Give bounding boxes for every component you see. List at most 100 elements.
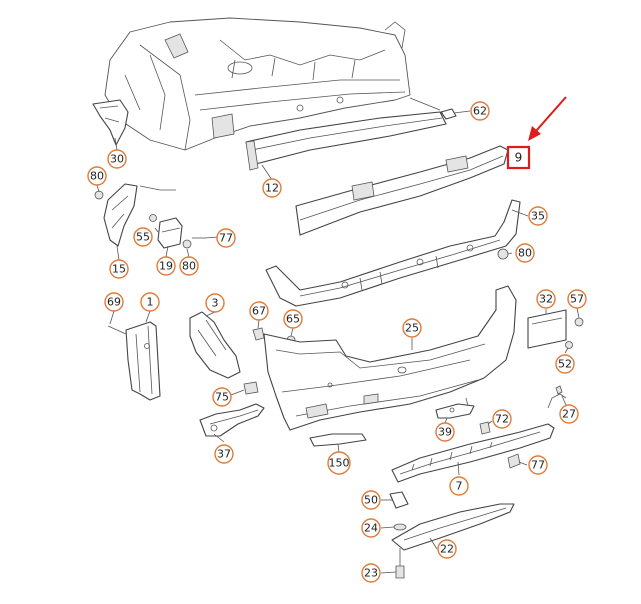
callout-circle — [262, 178, 282, 198]
callout-62: 62 — [470, 101, 490, 121]
callout-circle — [515, 243, 535, 263]
callout-label: 80 — [182, 260, 196, 273]
callout-circle — [212, 387, 232, 407]
callout-52: 52 — [555, 354, 575, 374]
part-67-clip — [252, 327, 265, 341]
callout-label: 23 — [364, 567, 378, 580]
callout-circle — [249, 301, 269, 321]
callout-label: 55 — [136, 231, 150, 244]
callout-1: 1 — [140, 292, 160, 312]
callout-24: 24 — [361, 518, 381, 538]
part-25-bumper-cover — [263, 285, 517, 431]
callout-circle — [107, 149, 127, 169]
part-80-nut-right — [497, 248, 509, 260]
callout-67: 67 — [249, 301, 269, 321]
highlighted-label-text: 9 — [515, 151, 523, 165]
callout-15: 15 — [109, 259, 129, 279]
callout-label: 77 — [531, 459, 545, 472]
callout-37: 37 — [214, 444, 234, 464]
callout-circle — [435, 422, 455, 442]
callout-57: 57 — [567, 289, 587, 309]
part-75-fastener — [243, 381, 259, 395]
callout-circle — [528, 206, 548, 226]
part-32-plate — [527, 309, 584, 349]
part-72-bolt — [479, 421, 491, 435]
part-37-holder — [199, 403, 265, 437]
callout-label: 72 — [495, 413, 509, 426]
callout-circle — [437, 539, 457, 559]
callout-label: 32 — [539, 293, 553, 306]
callout-23: 23 — [361, 563, 381, 583]
callout-label: 7 — [456, 480, 463, 493]
callout-77b: 77 — [528, 455, 548, 475]
callout-label: 50 — [364, 494, 378, 507]
part-30-bracket — [92, 99, 129, 146]
callout-30: 30 — [107, 149, 127, 169]
callout-circle — [140, 292, 160, 312]
part-7-lower-trim — [391, 423, 555, 483]
part-19-bracket — [149, 214, 206, 249]
callout-circle — [216, 228, 236, 248]
callout-label: 62 — [473, 105, 487, 118]
callout-label: 30 — [110, 153, 124, 166]
callout-50: 50 — [361, 490, 381, 510]
callout-label: 35 — [531, 210, 545, 223]
callout-label: 24 — [364, 522, 378, 535]
callout-circle — [104, 292, 124, 312]
callout-circle — [87, 166, 107, 186]
highlight-arrow — [528, 96, 567, 141]
callout-label: 37 — [217, 448, 231, 461]
callout-circle — [492, 409, 512, 429]
car-body-rear-section — [104, 17, 411, 151]
callout-label: 75 — [215, 391, 229, 404]
part-15-side-bracket — [94, 183, 176, 247]
callout-65: 65 — [283, 309, 303, 329]
callout-22: 22 — [437, 539, 457, 559]
callout-circle — [283, 309, 303, 329]
callout-circle — [528, 455, 548, 475]
callout-label: 80 — [518, 247, 532, 260]
callout-7: 7 — [449, 476, 469, 496]
callout-label: 15 — [112, 263, 126, 276]
callout-circle — [536, 289, 556, 309]
callout-80c: 80 — [179, 256, 199, 276]
callout-circle — [133, 227, 153, 247]
callout-circle — [361, 518, 381, 538]
callout-label: 77 — [219, 232, 233, 245]
callout-19: 19 — [156, 256, 176, 276]
callout-circle — [156, 256, 176, 276]
callout-72: 72 — [492, 409, 512, 429]
callout-12: 12 — [262, 178, 282, 198]
callout-32: 32 — [536, 289, 556, 309]
part-150-strip — [309, 433, 367, 447]
part-39-bracket — [435, 397, 475, 419]
callout-circle — [555, 354, 575, 374]
callout-69: 69 — [104, 292, 124, 312]
callout-label: 3 — [212, 297, 219, 310]
callout-circle — [567, 289, 587, 309]
callout-circle — [559, 404, 579, 424]
part-22-trim-plate — [391, 503, 515, 551]
callout-circle — [361, 563, 381, 583]
callout-150: 150 — [327, 451, 351, 475]
callout-39: 39 — [435, 422, 455, 442]
callout-label: 69 — [107, 296, 121, 309]
callout-label: 65 — [286, 313, 300, 326]
callout-label: 57 — [570, 293, 584, 306]
callout-label: 39 — [438, 426, 452, 439]
callout-77a: 77 — [216, 228, 236, 248]
callout-80a: 80 — [87, 166, 107, 186]
callout-55: 55 — [133, 227, 153, 247]
callout-35: 35 — [528, 206, 548, 226]
callout-label: 22 — [440, 543, 454, 556]
callout-circle — [205, 293, 225, 313]
callout-label: 12 — [265, 182, 279, 195]
part-12-cross-member — [245, 111, 447, 171]
callout-3: 3 — [205, 293, 225, 313]
callout-label: 19 — [159, 260, 173, 273]
part-23-screw — [395, 548, 405, 579]
callout-label: 1 — [147, 296, 154, 309]
